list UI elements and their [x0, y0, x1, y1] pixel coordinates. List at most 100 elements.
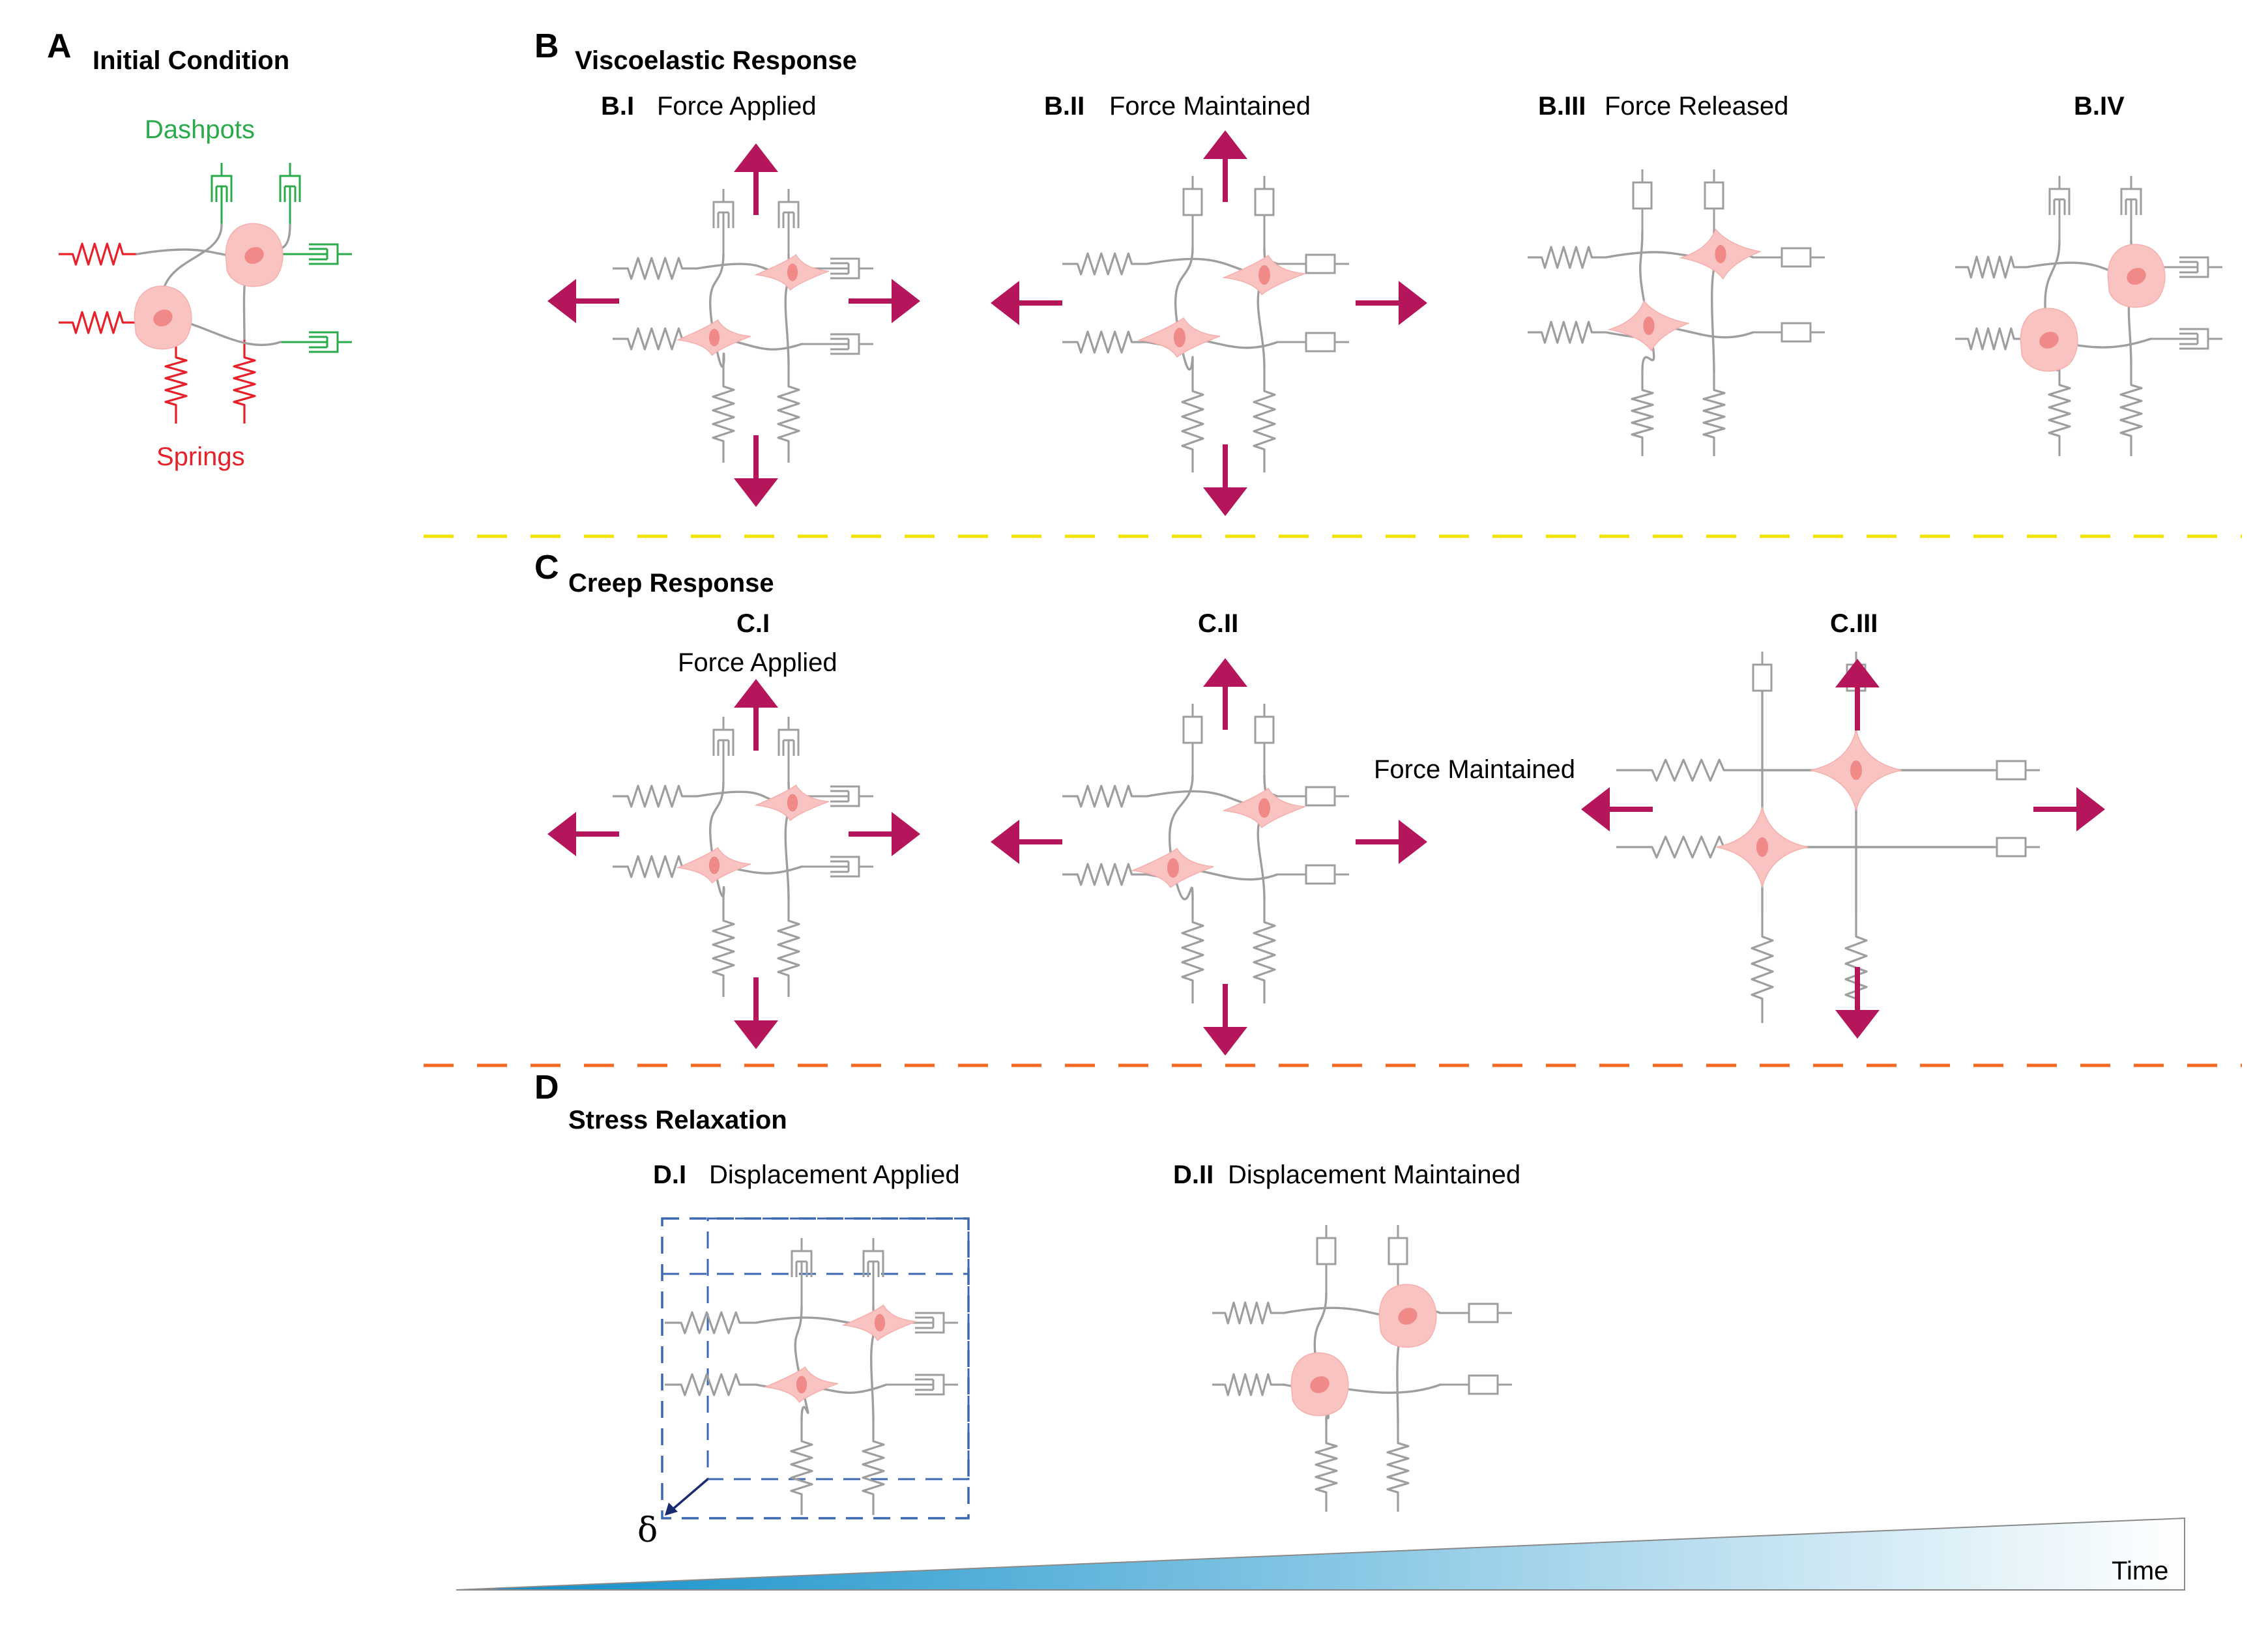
panel-d-letter: D	[534, 1069, 559, 1106]
dashpot-icon	[279, 175, 301, 202]
step-d2-id: D.II	[1173, 1160, 1214, 1189]
spring-icon	[1631, 371, 1654, 456]
spring-icon	[1751, 912, 1774, 1023]
spring-icon	[233, 339, 256, 424]
cell-nucleus	[708, 856, 720, 874]
panel-d-title: Stress Relaxation	[568, 1106, 787, 1134]
step-d1-id: D.I	[653, 1160, 686, 1189]
dashpot-icon	[2048, 188, 2071, 215]
force-arrow-icon	[1203, 130, 1247, 159]
springs-label: Springs	[156, 442, 245, 471]
diagram-b3	[1528, 169, 1825, 456]
spring-icon	[2048, 365, 2071, 456]
dashpot-icon	[1704, 181, 1724, 210]
force-arrow-icon	[892, 279, 920, 323]
step-b1-id: B.I	[601, 92, 634, 121]
force-arrow-icon	[1581, 787, 1610, 831]
force-arrow-icon	[547, 279, 576, 323]
step-b2-id: B.II	[1044, 92, 1084, 121]
cell-nucleus	[1174, 328, 1185, 347]
panel-a-title: Initial Condition	[93, 46, 289, 75]
cell-nucleus	[1167, 858, 1179, 878]
spring-icon	[665, 1373, 756, 1396]
cell-nucleus	[796, 1376, 807, 1394]
step-c1-label: Force Applied	[678, 648, 837, 677]
spring-icon	[1062, 785, 1147, 808]
panel-b-letter: B	[534, 27, 559, 65]
force-arrow-icon	[892, 812, 920, 856]
dashpot-icon	[778, 728, 800, 756]
diagram-d1	[665, 1238, 958, 1515]
cell-nucleus	[1715, 244, 1726, 264]
cell-nucleus	[153, 310, 173, 326]
cell-nucleus	[787, 263, 798, 281]
cell-nucleus	[1850, 760, 1862, 780]
spring-icon	[613, 257, 697, 280]
dashpot-icon	[1305, 786, 1336, 807]
force-arrow-icon	[1203, 487, 1247, 516]
dashpot-icon	[1781, 322, 1812, 343]
diagram-d2	[1212, 1225, 1512, 1512]
step-c1-id: C.I	[736, 609, 770, 638]
dashpot-icon	[211, 175, 233, 202]
force-arrow-icon	[1399, 281, 1427, 325]
cell-nucleus	[708, 328, 720, 347]
cell-nucleus	[1258, 265, 1270, 285]
cell-nucleus	[1398, 1308, 1418, 1325]
force-arrow-icon	[1835, 1010, 1880, 1039]
dashpot-icon	[1781, 247, 1812, 268]
force-arrow-icon	[1203, 658, 1247, 687]
dashpot-icon	[830, 856, 860, 878]
dashpot-icon	[1632, 181, 1653, 210]
step-d1-label: Displacement Applied	[709, 1160, 960, 1189]
spring-icon	[1062, 330, 1147, 354]
panel-c-letter: C	[534, 549, 559, 586]
spring-icon	[862, 1420, 885, 1515]
step-c3-id: C.III	[1830, 609, 1878, 638]
cell-nucleus	[2127, 268, 2146, 285]
spring-icon	[1386, 1424, 1410, 1512]
spring-icon	[59, 242, 137, 266]
step-b1-label: Force Applied	[657, 92, 817, 121]
force-arrow-icon	[734, 1020, 778, 1049]
force-arrow-icon	[1399, 820, 1427, 864]
dashpot-icon	[1182, 188, 1203, 216]
step-d2-label: Displacement Maintained	[1228, 1160, 1520, 1189]
spring-icon	[1062, 863, 1147, 886]
dashpot-icon	[712, 728, 734, 756]
dashpot-icon	[1305, 864, 1336, 885]
spring-icon	[712, 365, 735, 463]
spring-icon	[613, 855, 697, 878]
spring-icon	[777, 899, 800, 997]
spring-icon	[1616, 758, 1760, 782]
spring-icon	[613, 327, 697, 351]
cell-nucleus	[1643, 316, 1655, 336]
spring-icon	[790, 1420, 813, 1515]
dashpot-icon	[915, 1374, 945, 1396]
spring-icon	[1616, 835, 1760, 859]
spring-icon	[1212, 1301, 1284, 1325]
dashpot-icon	[1996, 837, 2027, 858]
spring-icon	[665, 1311, 756, 1334]
original-box-inner	[706, 1217, 970, 1480]
spring-icon	[1181, 899, 1204, 1003]
cell-nucleus	[1258, 798, 1270, 818]
step-c2-id: C.II	[1198, 609, 1238, 638]
dashpot-icon	[309, 243, 339, 265]
step-c3-label: Force Maintained	[1374, 755, 1575, 784]
time-label: Time	[2112, 1557, 2168, 1585]
dashpot-icon	[712, 201, 734, 228]
cell-nucleus	[244, 247, 264, 264]
dashpot-icon	[1388, 1237, 1408, 1265]
dashpot-icon	[791, 1250, 813, 1277]
spring-icon	[1528, 321, 1606, 344]
dashpot-icon	[2120, 188, 2142, 215]
dashpot-icon	[1182, 715, 1203, 744]
delta-symbol: δ	[637, 1511, 658, 1550]
spring-icon	[1212, 1373, 1284, 1396]
step-b3-label: Force Released	[1605, 92, 1788, 121]
force-arrow-icon	[547, 812, 576, 856]
spring-icon	[1955, 327, 2027, 351]
spring-icon	[1253, 899, 1276, 1003]
